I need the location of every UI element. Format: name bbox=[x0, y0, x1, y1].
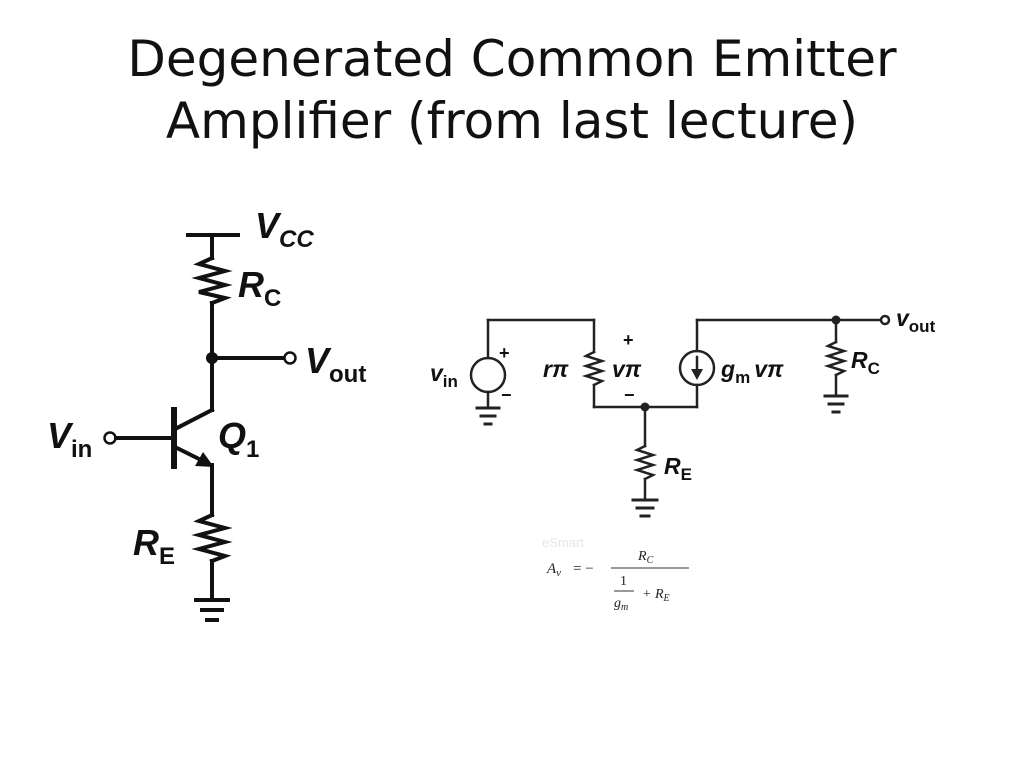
vout-small-label: vout bbox=[896, 305, 936, 336]
rc-resistor bbox=[191, 255, 233, 306]
formula-equals: = − bbox=[573, 561, 594, 577]
vout-terminal bbox=[283, 351, 297, 365]
re-resistor bbox=[632, 444, 658, 481]
re-small-label: RE bbox=[664, 453, 692, 484]
q1-label: Q1 bbox=[218, 415, 259, 463]
vpi-minus-sign: − bbox=[624, 385, 635, 405]
vin-small-label: vin bbox=[430, 360, 458, 391]
collector-lead bbox=[174, 407, 215, 431]
small-signal-schematic bbox=[469, 314, 891, 518]
vout-label: Vout bbox=[305, 340, 366, 388]
title-line-1: Degenerated Common Emitter bbox=[127, 30, 897, 88]
title-line-2: Amplifier (from last lecture) bbox=[165, 92, 859, 150]
re-label: RE bbox=[133, 522, 175, 570]
vin-plus-sign: + bbox=[499, 343, 510, 363]
vin-label: Vin bbox=[47, 415, 92, 463]
vcc-label: VCC bbox=[255, 205, 314, 253]
formula-gm: gm bbox=[614, 596, 628, 613]
vpi-plus-sign: + bbox=[623, 330, 634, 350]
rc-resistor bbox=[823, 340, 849, 377]
rpi-resistor bbox=[581, 350, 607, 387]
ground-icon bbox=[823, 394, 849, 414]
watermark-text: eSmart bbox=[542, 535, 584, 550]
formula-one: 1 bbox=[620, 574, 627, 589]
vout-terminal bbox=[879, 314, 891, 326]
formula-lhs: Av bbox=[546, 561, 561, 579]
vin-terminal bbox=[103, 431, 117, 445]
transistor-schematic bbox=[103, 233, 297, 622]
emitter-arrow bbox=[195, 452, 214, 467]
current-arrow-icon bbox=[691, 369, 703, 380]
vpi-label: vπ bbox=[612, 356, 642, 382]
rpi-label: rπ bbox=[543, 356, 569, 382]
slide-title: Degenerated Common Emitter Amplifier (fr… bbox=[0, 28, 1024, 152]
rc-small-label: RC bbox=[851, 347, 880, 378]
vin-source bbox=[469, 356, 507, 394]
ground-icon bbox=[631, 498, 659, 518]
formula-numerator: RC bbox=[637, 549, 654, 566]
rc-label: RC bbox=[238, 264, 281, 312]
re-resistor bbox=[191, 512, 233, 564]
formula-plus-re: + RE bbox=[642, 587, 670, 604]
ground-icon bbox=[194, 598, 230, 622]
ground-icon bbox=[475, 406, 501, 426]
vin-minus-sign: − bbox=[501, 385, 512, 405]
gain-formula: eSmart Av = − RC 1 gm + RE bbox=[542, 535, 689, 613]
